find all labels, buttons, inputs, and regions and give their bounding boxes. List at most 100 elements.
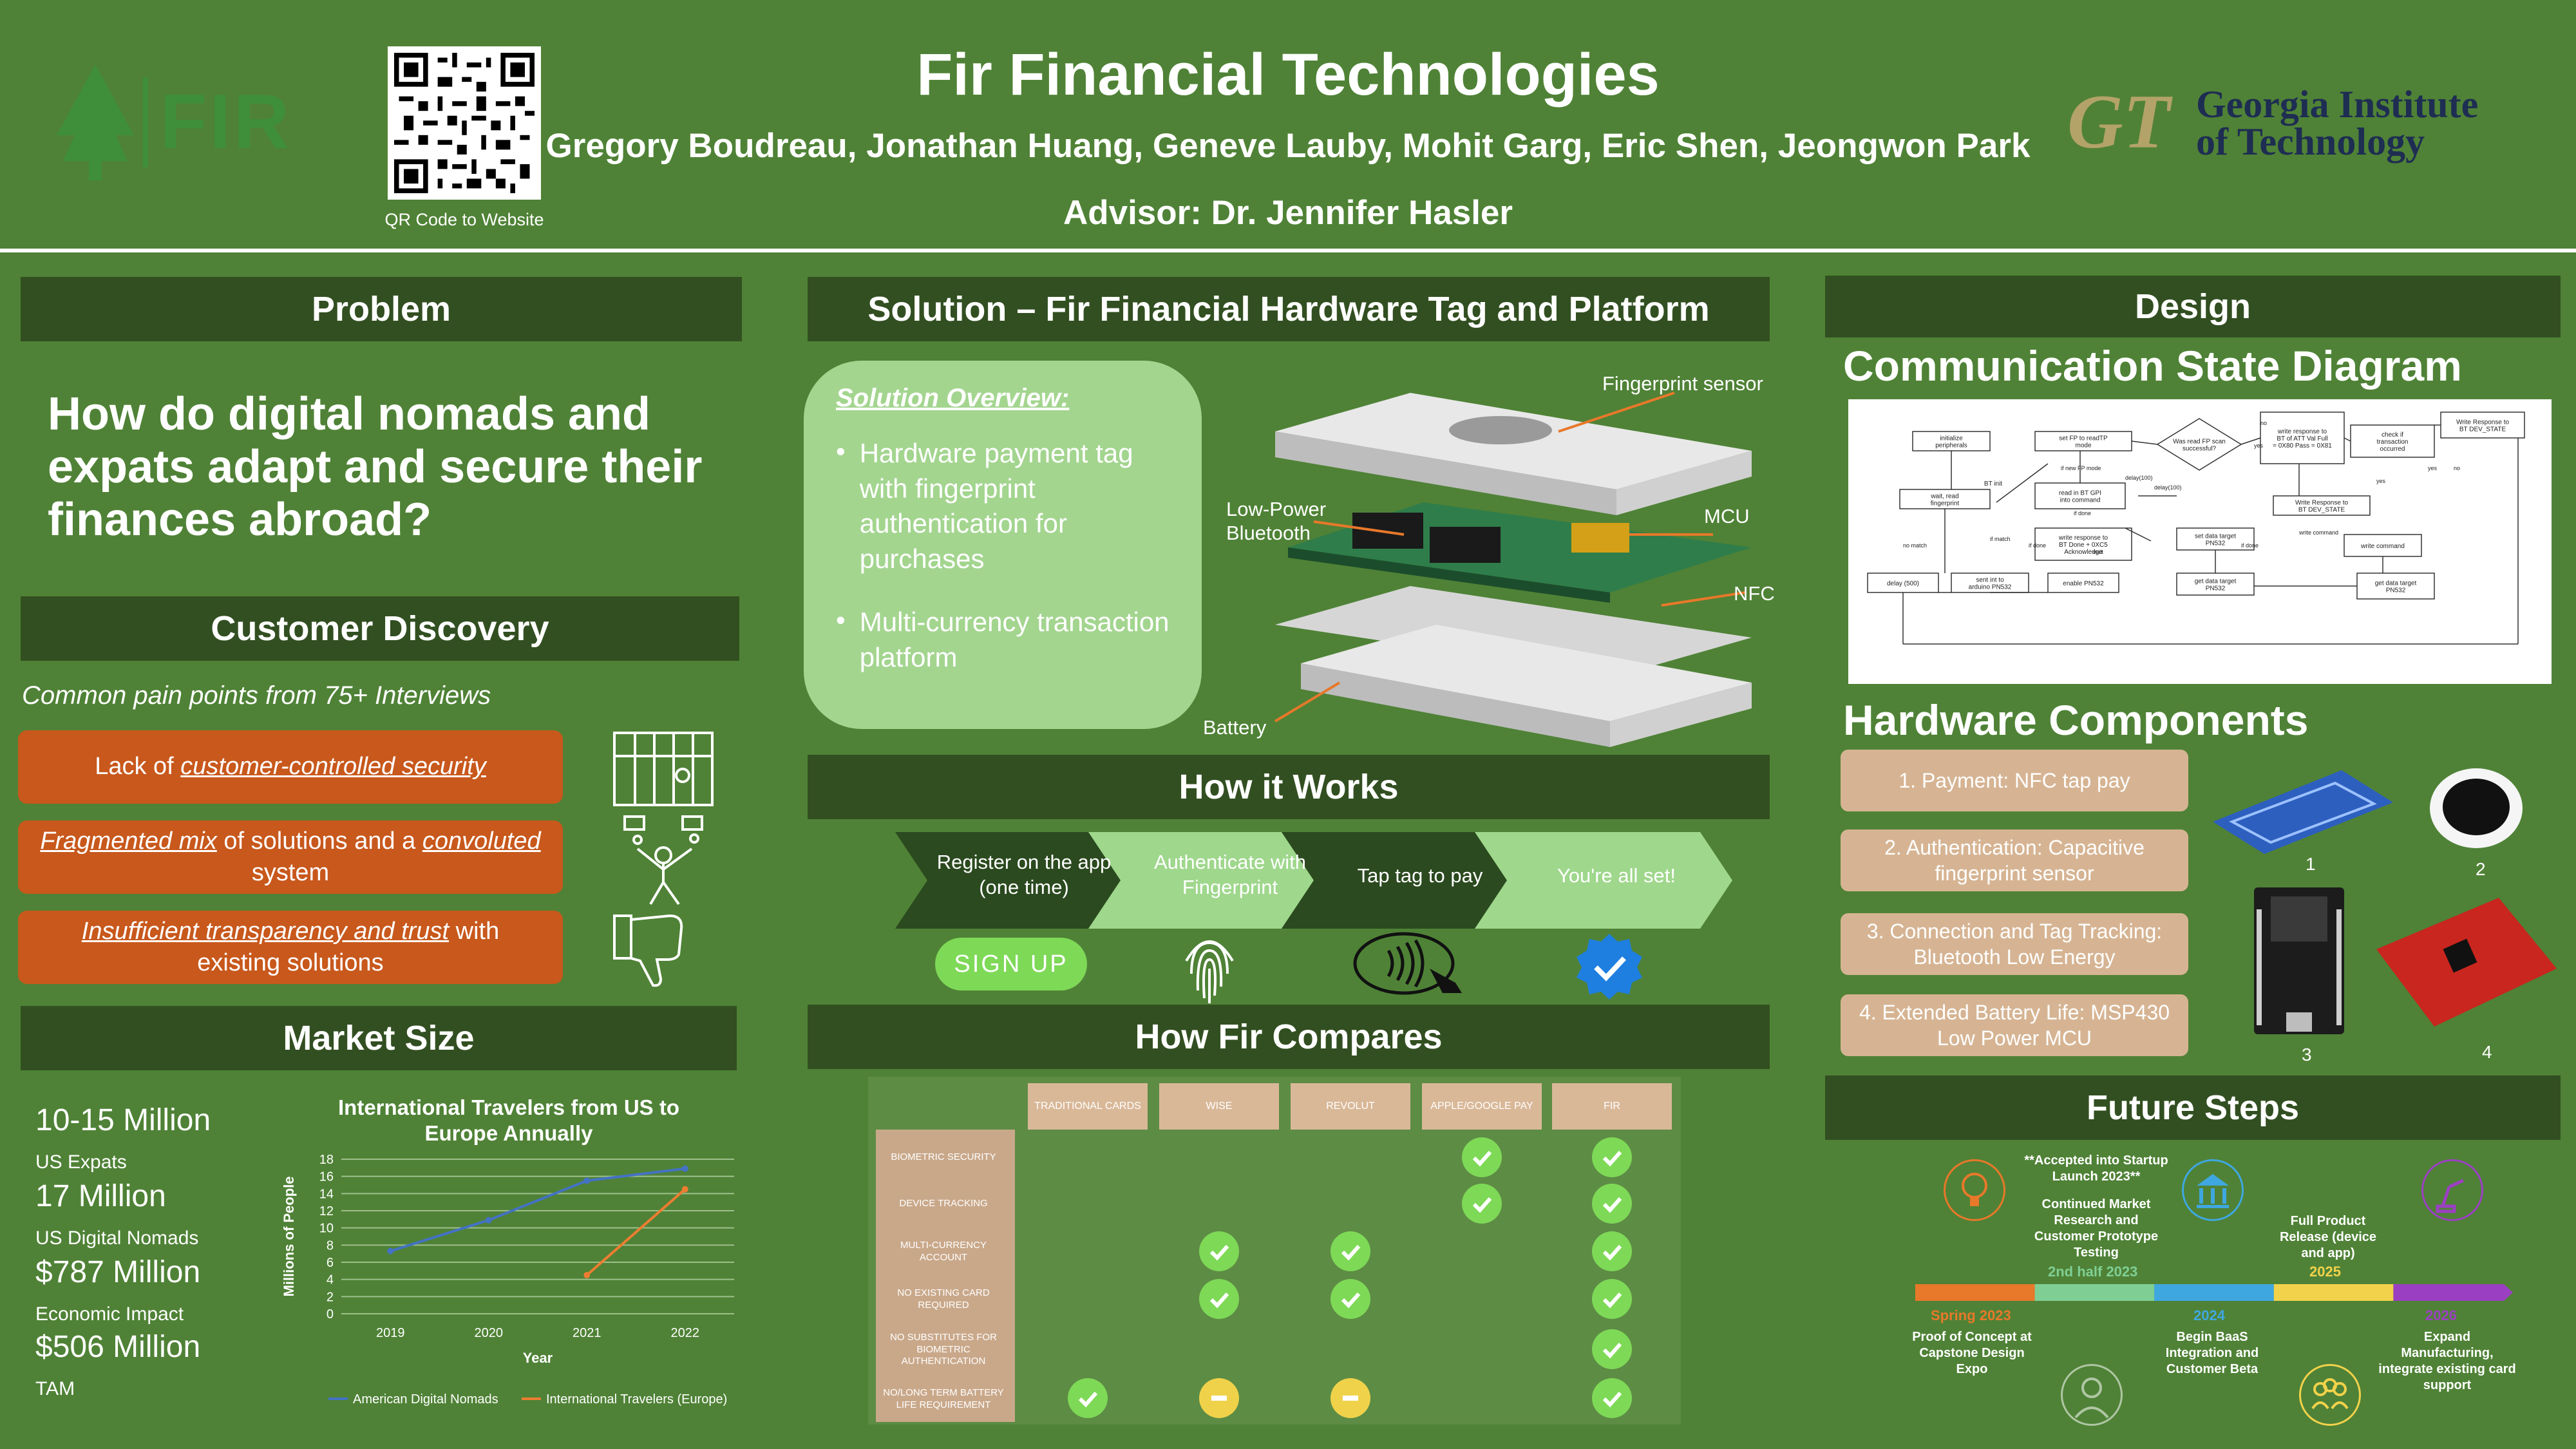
check-icon xyxy=(1592,1184,1632,1224)
y-tick-label: 12 xyxy=(319,1204,334,1218)
hw-number-3: 3 xyxy=(2302,1045,2312,1065)
solution-overview-card: Solution Overview: •Hardware payment tag… xyxy=(804,361,1202,729)
bank-icon xyxy=(2182,1159,2244,1221)
stat-value-4: $506 Million xyxy=(35,1330,201,1364)
tree-icon xyxy=(57,64,134,180)
state-box xyxy=(2260,412,2345,464)
edge-label: if done xyxy=(2241,542,2259,549)
step-4-label: You're all set! xyxy=(1557,864,1676,887)
label-fingerprint: Fingerprint sensor xyxy=(1602,372,1763,395)
state-box xyxy=(2440,412,2525,439)
state-label: BT of ATT Val Full xyxy=(2277,435,2327,442)
bullet-dot: • xyxy=(836,436,846,466)
state-label: fingerprint xyxy=(1931,500,1960,507)
state-label: get data target xyxy=(2375,580,2417,587)
state-edge xyxy=(1996,463,2049,503)
hw-item-authentication: 2. Authentication: Capacitive fingerprin… xyxy=(1841,829,2188,891)
edge-label: no match xyxy=(1903,542,1927,549)
state-label: get data target xyxy=(2195,578,2237,585)
step-3-label: Tap tag to pay xyxy=(1357,864,1483,887)
series-point-1 xyxy=(583,1177,591,1184)
stat-label-3: Economic Impact xyxy=(35,1303,184,1325)
y-tick-label: 2 xyxy=(327,1290,334,1304)
gt-mark: GT xyxy=(2067,79,2170,164)
steps-chevrons xyxy=(895,832,1732,929)
future-note-full-release: Full Product Release (device and app) xyxy=(2279,1214,2377,1260)
how-fir-compares-header: How Fir Compares xyxy=(808,1005,1770,1069)
state-label: PN532 xyxy=(2206,540,2226,547)
edge-label: no xyxy=(2454,465,2460,471)
pain2-post: system xyxy=(251,859,330,886)
partial-icon xyxy=(1199,1378,1239,1418)
state-edge xyxy=(2344,437,2351,442)
state-label: transaction xyxy=(2377,439,2409,446)
state-label: = 0X80 Pass = 0X81 xyxy=(2273,442,2332,450)
design-header: Design xyxy=(1825,276,2561,337)
team-icon xyxy=(2299,1364,2361,1426)
advisor: Advisor: Dr. Jennifer Hasler xyxy=(1063,194,1513,232)
step-1-shape xyxy=(895,832,1121,929)
state-box xyxy=(1951,573,2029,593)
state-box xyxy=(1867,573,1939,593)
jail-icon xyxy=(613,732,714,806)
state-label: arduino PN532 xyxy=(1969,584,2012,591)
series-line-1 xyxy=(390,1167,685,1253)
row-label-multicurrency: MULTI-CURRENCY ACCOUNT xyxy=(900,1240,987,1263)
state-box xyxy=(2273,495,2371,516)
x-tick-label: 2020 xyxy=(475,1326,504,1340)
y-tick-label: 6 xyxy=(327,1256,334,1270)
state-label: Write Response to xyxy=(2295,500,2349,507)
pain3-post: with existing solutions xyxy=(197,917,500,976)
lightbulb-icon xyxy=(1944,1159,2005,1221)
overview-bullet-2: Multi-currency transaction platform xyxy=(859,607,1170,672)
state-label: delay (500) xyxy=(1887,580,1919,587)
future-year-2nd-half-2023: 2nd half 2023 xyxy=(2048,1264,2138,1280)
qr-code[interactable] xyxy=(388,46,541,200)
state-label: Was read FP scan xyxy=(2173,439,2226,446)
state-label: Acknowledge xyxy=(2064,549,2103,556)
hw-item-payment: 1. Payment: NFC tap pay xyxy=(1841,750,2188,811)
pain2-emphasis1: Fragmented mix xyxy=(40,827,217,855)
qr-pattern xyxy=(394,53,535,193)
state-label: into command xyxy=(2060,497,2101,504)
check-icon xyxy=(1592,1329,1632,1369)
edge-label: if done xyxy=(2029,542,2046,549)
stat-label-2: US Digital Nomads xyxy=(35,1227,199,1249)
hw-number-1: 1 xyxy=(2306,854,2316,874)
stat-value-3: $787 Million xyxy=(35,1255,201,1289)
y-tick-label: 16 xyxy=(319,1170,334,1184)
check-icon xyxy=(1331,1231,1370,1271)
edge-label: yes xyxy=(2428,465,2438,471)
check-icon xyxy=(1331,1279,1370,1319)
state-label: write response to xyxy=(2277,428,2327,435)
x-axis-label: Year xyxy=(523,1350,553,1366)
check-icon xyxy=(1068,1378,1108,1418)
series-point-1 xyxy=(387,1247,394,1255)
step-1-label: Register on the app (one time) xyxy=(936,851,1112,898)
signup-button[interactable]: SIGN UP xyxy=(935,938,1087,990)
state-edge xyxy=(2131,440,2158,445)
edge-label: if match xyxy=(1990,536,2011,542)
row-label-no-card: NO EXISTING CARD REQUIRED xyxy=(897,1287,990,1311)
edge-label: delay(100) xyxy=(2154,484,2182,491)
check-icon xyxy=(1462,1184,1502,1224)
state-label: occurred xyxy=(2380,446,2405,453)
edge-label: write command xyxy=(2298,529,2338,536)
market-size-header: Market Size xyxy=(21,1006,737,1070)
row-label-battery: NO/LONG TERM BATTERY LIFE REQUIREMENT xyxy=(883,1387,1004,1410)
logo-text: FIR xyxy=(160,79,292,165)
step-4-shape xyxy=(1475,832,1732,929)
problem-question: How do digital nomads and expats adapt a… xyxy=(48,388,703,546)
timeline-segment xyxy=(2393,1284,2513,1301)
future-note-baas: Begin BaaS Integration and Customer Beta xyxy=(2165,1330,2259,1376)
col-apple-google-pay: APPLE/GOOGLE PAY xyxy=(1422,1083,1542,1130)
juggler-icon xyxy=(623,815,703,905)
row-label-biometric: BIOMETRIC SECURITY xyxy=(891,1151,996,1162)
state-edge xyxy=(2125,527,2152,542)
customer-icon xyxy=(2061,1364,2123,1426)
problem-header: Problem xyxy=(21,277,742,341)
future-note-market-research: Continued Market Research and Customer P… xyxy=(2034,1197,2159,1260)
stat-value-1: 10-15 Million xyxy=(35,1103,211,1137)
state-label: write command xyxy=(2360,543,2405,550)
how-it-works-header: How it Works xyxy=(808,755,1770,819)
